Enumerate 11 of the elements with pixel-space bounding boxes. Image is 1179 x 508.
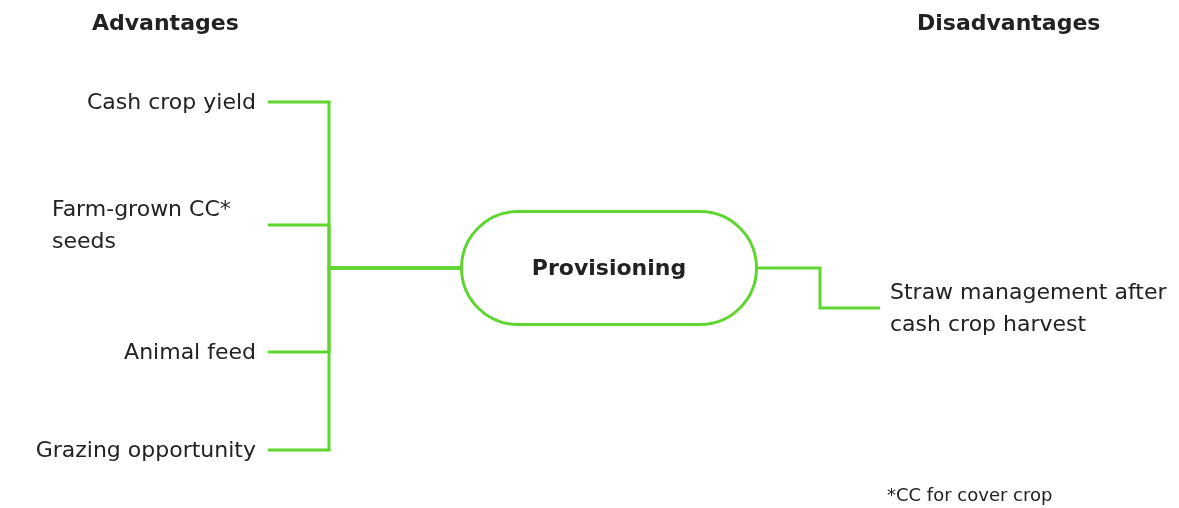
footnote: *CC for cover crop	[887, 484, 1053, 505]
column-heading: Advantages	[92, 10, 239, 35]
connector-line	[268, 266, 460, 452]
connector-line	[758, 266, 880, 310]
node-text: Cash crop yield	[86, 88, 256, 116]
node-text: Animal feed	[124, 338, 256, 366]
node-text: Grazing opportunity	[35, 436, 256, 464]
node-text: Farm-grown CC* seeds	[52, 195, 232, 255]
node-text: Straw management after cash crop harvest	[890, 278, 1168, 338]
column-heading: Disadvantages	[917, 10, 1101, 35]
node-title: Provisioning	[531, 254, 687, 282]
